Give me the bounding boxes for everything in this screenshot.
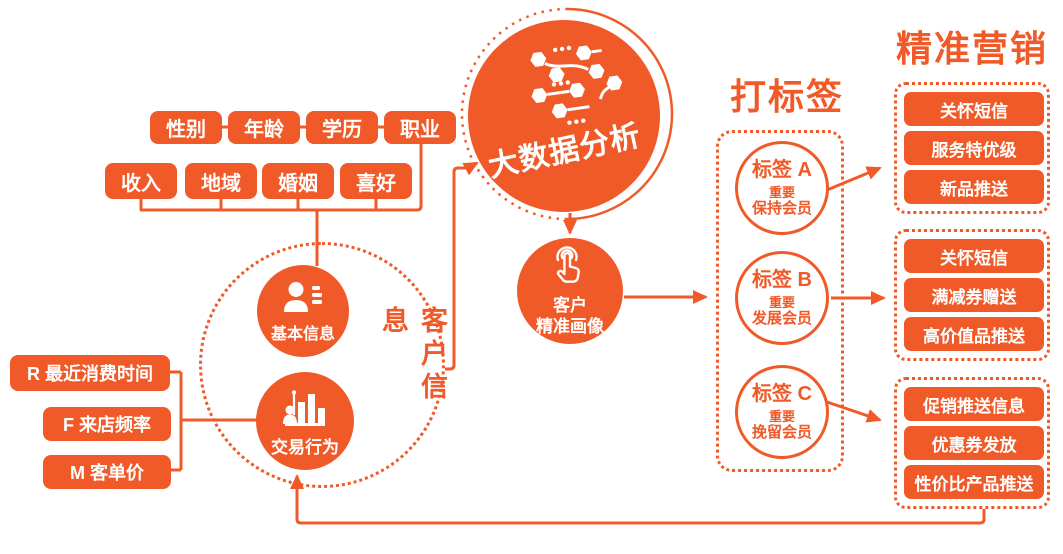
- attribute-box-preference: 喜好: [340, 163, 412, 199]
- marketing-group-3: 促销推送信息 优惠券发放 性价比产品推送: [894, 377, 1050, 509]
- portrait-node: 客户 精准画像: [517, 238, 623, 344]
- tag-b-name: 标签 B: [752, 269, 812, 291]
- marketing-item: 满减券赠送: [904, 278, 1044, 312]
- portrait-label-line1: 客户: [553, 295, 587, 315]
- tag-a-member-type: 保持会员: [751, 200, 812, 217]
- marketing-item: 高价值品推送: [904, 317, 1044, 351]
- tag-b-member-type: 发展会员: [751, 310, 812, 327]
- attribute-box-occupation: 职业: [384, 111, 456, 144]
- marketing-item: 性价比产品推送: [904, 465, 1044, 499]
- tag-a-name: 标签 A: [752, 159, 812, 181]
- person-profile-icon: [283, 281, 323, 320]
- marketing-item: 新品推送: [904, 170, 1044, 204]
- attribute-box-gender: 性别: [150, 111, 222, 144]
- marketing-title: 精准营销: [895, 28, 1048, 69]
- tag-node-c: 标签 C 重要 挽留会员: [735, 365, 829, 459]
- attribute-box-marriage: 婚姻: [262, 163, 334, 199]
- attribute-box-age: 年龄: [228, 111, 300, 144]
- attribute-box-income: 收入: [105, 163, 177, 199]
- tag-c-member-type: 挽留会员: [751, 424, 812, 441]
- marketing-group-1: 关怀短信 服务特优级 新品推送: [894, 82, 1050, 214]
- tag-group-box: [716, 130, 844, 472]
- transaction-node: 交易行为: [256, 372, 354, 470]
- tag-c-importance: 重要: [768, 409, 795, 424]
- basic-info-node: 基本信息: [257, 265, 349, 357]
- attribute-box-region: 地域: [185, 163, 257, 199]
- touch-tap-icon: [549, 245, 591, 295]
- attribute-box-education: 学历: [306, 111, 378, 144]
- tag-a-importance: 重要: [768, 185, 795, 200]
- rfm-box-monetary: M 客单价: [43, 455, 171, 489]
- bar-chart-person-icon: [283, 388, 327, 433]
- bigdata-node: 大数据分析: [468, 20, 660, 212]
- portrait-label-line2: 精准画像: [536, 316, 604, 336]
- marketing-item: 优惠券发放: [904, 426, 1044, 460]
- marketing-item: 服务特优级: [904, 131, 1044, 165]
- tag-node-b: 标签 B 重要 发展会员: [735, 251, 829, 345]
- rfm-box-frequency: F 来店频率: [43, 407, 171, 441]
- transaction-label: 交易行为: [271, 437, 339, 457]
- marketing-item: 关怀短信: [904, 239, 1044, 273]
- tag-c-name: 标签 C: [752, 383, 812, 405]
- marketing-group-2: 关怀短信 满减券赠送 高价值品推送: [894, 229, 1050, 361]
- basic-info-label: 基本信息: [270, 325, 335, 343]
- tag-b-importance: 重要: [768, 295, 795, 310]
- marketing-item: 促销推送信息: [904, 387, 1044, 421]
- marketing-item: 关怀短信: [904, 92, 1044, 126]
- tagging-title: 打标签: [729, 76, 844, 117]
- customer-info-label: 客户信息: [378, 306, 447, 405]
- tag-node-a: 标签 A 重要 保持会员: [735, 141, 829, 235]
- rfm-box-recency: R 最近消费时间: [10, 355, 170, 391]
